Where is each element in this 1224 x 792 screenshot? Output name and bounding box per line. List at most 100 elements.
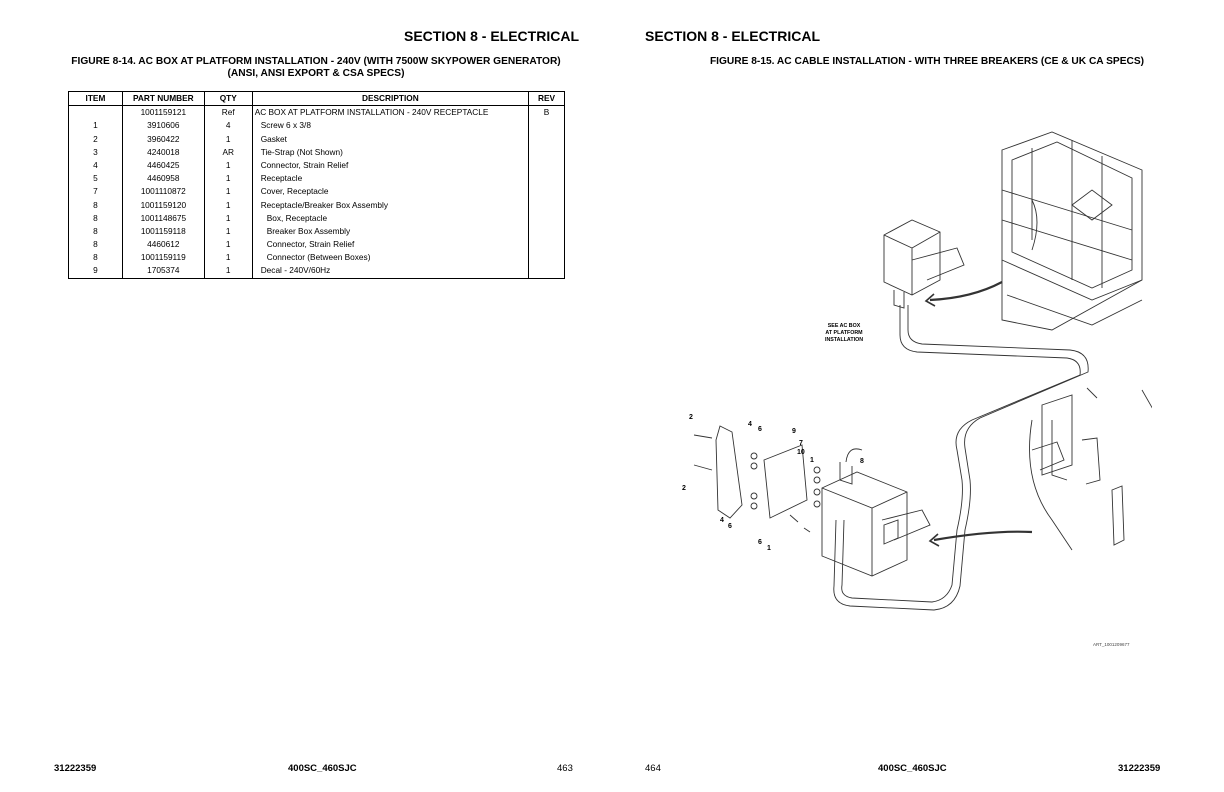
arrow-to-basket <box>929 281 1003 302</box>
cell-part-number: 1001110872 <box>121 185 205 199</box>
cell-item: 8 <box>68 211 123 225</box>
callout-number: 1 <box>810 457 814 464</box>
cell-part-number: 1001159118 <box>121 224 205 239</box>
cell-rev <box>528 145 565 159</box>
cell-description: AC BOX AT PLATFORM INSTALLATION - 240V R… <box>251 105 530 120</box>
cell-rev <box>528 211 565 225</box>
figure-title: FIGURE 8-15. AC CABLE INSTALLATION - WIT… <box>709 56 1145 67</box>
cell-item: 8 <box>68 238 123 252</box>
arrow-to-machine <box>933 530 1033 542</box>
cell-rev <box>528 264 565 279</box>
callout-number: 4 <box>748 421 752 428</box>
cell-qty: 1 <box>203 264 253 279</box>
cell-description: Tie-Strap (Not Shown) <box>251 145 530 159</box>
cell-part-number: 4460612 <box>121 238 205 252</box>
footer-page-number: 464 <box>645 763 661 774</box>
cell-rev <box>528 119 565 133</box>
callout-number: 9 <box>792 428 796 435</box>
cell-description: Decal - 240V/60Hz <box>251 264 530 279</box>
callout-number: 1 <box>767 545 771 552</box>
cell-description: Breaker Box Assembly <box>251 224 530 239</box>
cell-description: Receptacle <box>251 172 530 186</box>
cell-description: Cover, Receptacle <box>251 185 530 199</box>
receptacle-breaker-box <box>821 448 931 577</box>
cell-qty: 4 <box>203 119 253 133</box>
see-label-line2: AT PLATFORM <box>825 330 863 336</box>
cell-part-number: 4460425 <box>121 158 205 173</box>
art-id: ART_1001209677 <box>1093 642 1130 647</box>
cell-rev <box>528 158 565 173</box>
ac-cable-installation-illustration <box>693 131 1152 611</box>
section-title: SECTION 8 - ELECTRICAL <box>403 28 579 44</box>
section-title: SECTION 8 - ELECTRICAL <box>645 28 821 44</box>
cell-rev <box>528 198 565 212</box>
cell-rev <box>528 224 565 239</box>
right-page: SECTION 8 - ELECTRICAL FIGURE 8-15. AC C… <box>612 0 1224 792</box>
machine-side-components <box>1029 387 1152 551</box>
header-description: DESCRIPTION <box>251 90 530 107</box>
figure-title: FIGURE 8-14. AC BOX AT PLATFORM INSTALLA… <box>71 56 561 79</box>
cell-item: 2 <box>68 132 123 146</box>
cell-qty: Ref <box>203 105 253 120</box>
cell-description: Screw 6 x 3/8 <box>251 119 530 133</box>
cell-item: 7 <box>68 185 123 199</box>
cell-part-number: 1001159119 <box>121 251 205 265</box>
see-ac-box-label: SEE AC BOX AT PLATFORM INSTALLATION <box>812 323 876 344</box>
cell-rev <box>528 238 565 252</box>
parts-table: ITEM PART NUMBER QTY DESCRIPTION REV 100… <box>68 90 565 279</box>
cell-qty: 1 <box>203 251 253 265</box>
cell-qty: 1 <box>203 211 253 225</box>
callout-number: 2 <box>682 485 686 492</box>
cell-item <box>68 105 123 120</box>
cell-description: Receptacle/Breaker Box Assembly <box>251 198 530 212</box>
header-rev: REV <box>528 90 565 107</box>
cell-part-number: 1001159120 <box>121 198 205 212</box>
cell-part-number: 4460958 <box>121 172 205 186</box>
cell-qty: 1 <box>203 198 253 212</box>
see-label-line3: INSTALLATION <box>824 337 864 343</box>
cell-rev <box>528 172 565 186</box>
cell-rev <box>528 185 565 199</box>
callout-number: 10 <box>797 449 805 456</box>
header-qty: QTY <box>203 90 253 107</box>
cell-item: 8 <box>68 224 123 239</box>
see-label-line1: SEE AC BOX <box>827 323 861 329</box>
cell-item: 8 <box>68 198 123 212</box>
table-header-row: ITEM PART NUMBER QTY DESCRIPTION REV <box>68 90 565 107</box>
cell-qty: 1 <box>203 238 253 252</box>
left-page: SECTION 8 - ELECTRICAL FIGURE 8-14. AC B… <box>54 28 579 774</box>
exploded-bracket-hardware <box>693 425 821 533</box>
cell-description: Gasket <box>251 132 530 146</box>
cell-part-number: 3960422 <box>121 132 205 146</box>
callout-number: 2 <box>689 414 693 421</box>
footer-page-number: 463 <box>557 763 573 774</box>
footer-doc-number: 31222359 <box>1118 763 1161 774</box>
callout-number: 4 <box>720 517 724 524</box>
cell-item: 9 <box>68 264 123 279</box>
cell-description: Box, Receptacle <box>251 211 530 225</box>
cell-part-number: 3910606 <box>121 119 205 133</box>
cell-item: 4 <box>68 158 123 173</box>
platform-basket <box>1001 131 1143 331</box>
footer-model: 400SC_460SJC <box>288 763 357 774</box>
cable-route <box>833 305 1089 611</box>
cell-qty: 1 <box>203 185 253 199</box>
footer-doc-number: 31222359 <box>54 763 97 774</box>
callout-number: 6 <box>728 523 732 530</box>
cell-qty: AR <box>203 145 253 159</box>
cell-part-number: 1001148675 <box>121 211 205 225</box>
callout-number: 6 <box>758 539 762 546</box>
cell-qty: 1 <box>203 172 253 186</box>
footer-model: 400SC_460SJC <box>878 763 947 774</box>
arrowhead <box>924 293 936 307</box>
